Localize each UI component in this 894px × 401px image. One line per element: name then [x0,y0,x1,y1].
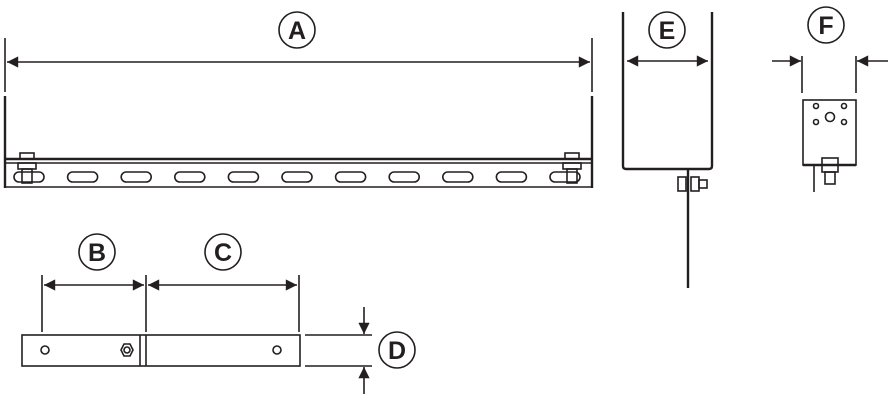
bolt-left [17,152,37,184]
tray-slot [549,171,581,183]
tray-slot [227,171,260,183]
tray-slot [388,171,421,183]
label-d: D [388,337,406,365]
label-circle-b [78,233,116,271]
bolt-right [562,152,582,184]
label-a: A [288,17,306,45]
label-e: E [659,17,676,45]
label-circle-f [807,6,845,44]
label-b: B [88,239,106,267]
tray-slot [334,171,367,183]
tray-slot [66,171,99,183]
tray-slot [120,171,152,183]
label-f: F [818,12,833,40]
label-circle-e [648,11,686,49]
label-c: C [214,239,232,267]
tray-slot [441,171,474,183]
hanger-side-view: E [621,11,714,288]
label-circle-c [204,233,242,271]
tray-slot [281,171,313,183]
tray-slot [174,171,206,183]
tray-front-view: A [3,11,594,188]
tray-slot [495,171,528,183]
label-circle-a [278,11,316,49]
tray-slot [13,171,45,183]
tray-slots [13,171,581,183]
splice-bar-view: B C [21,233,301,367]
label-circle-d [378,331,416,369]
bracket-end-view: F [772,6,888,192]
dimension-d: D [305,307,416,394]
